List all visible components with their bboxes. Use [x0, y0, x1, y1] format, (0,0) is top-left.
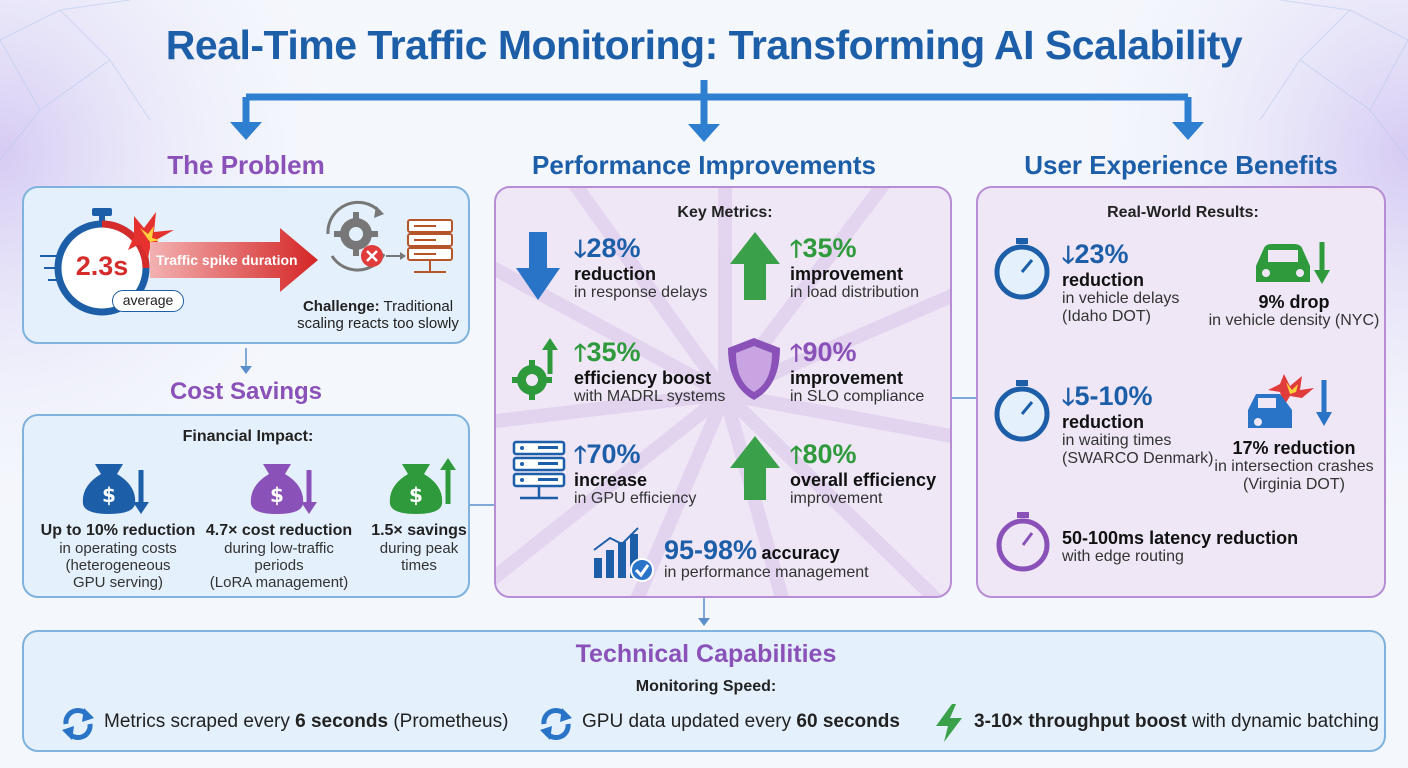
red-arrow-icon [150, 228, 318, 292]
stopwatch-icon [994, 238, 1050, 300]
ux-panel: Real-World Results: 🡓23% reduction in ve… [976, 186, 1386, 598]
tech-item-gpu: GPU data updated every 60 seconds [582, 711, 900, 732]
cost-panel: Financial Impact: $ $ $ Up to 10% reduct… [22, 414, 470, 598]
metric-28: 🡓28% reduction in response delays [574, 233, 708, 301]
ux-item-latency: 50-100ms latency reduction with edge rou… [1062, 528, 1299, 565]
performance-panel: Key Metrics: 🡓28% reduction in response … [494, 186, 952, 598]
metric-90: 🡑90% improvement in SLO compliance [790, 337, 925, 405]
svg-text:$: $ [270, 483, 284, 507]
svg-text:$: $ [409, 483, 423, 507]
scaling-server-icon [326, 200, 453, 273]
ux-heading: User Experience Benefits [1024, 150, 1338, 180]
sunburst-decoration [496, 188, 950, 596]
performance-heading: Performance Improvements [532, 150, 876, 180]
performance-subheading: Key Metrics: [677, 204, 773, 221]
gear-up-icon [512, 338, 558, 400]
down-arrow-icon [516, 232, 560, 300]
cost-item-1: Up to 10% reduction in operating costs (… [40, 522, 196, 591]
tech-item-throughput: 3-10× throughput boost with dynamic batc… [974, 711, 1379, 732]
server-icon [512, 440, 566, 500]
timer-value: 2.3s [75, 251, 129, 281]
car-down-icon [1256, 242, 1330, 284]
refresh-icon [540, 708, 572, 740]
metric-accuracy: 95-98% accuracy in performance managemen… [664, 535, 869, 581]
ux-item-23: 🡓23% reduction in vehicle delays (Idaho … [1062, 239, 1180, 325]
page-title: Real-Time Traffic Monitoring: Transformi… [165, 22, 1243, 68]
ux-item-5-10: 🡓5-10% reduction in waiting times (SWARC… [1062, 381, 1214, 467]
up-arrow-icon [730, 232, 780, 300]
cost-item-3: 1.5× savings during peak times [371, 522, 467, 574]
technical-heading: Technical Capabilities [575, 640, 837, 668]
problem-heading: The Problem [167, 150, 325, 180]
problem-panel: 2.3s average Traffic spike duration Chal… [22, 186, 470, 344]
metric-80: 🡑80% overall efficiency improvement [790, 439, 937, 507]
metric-70: 🡑70% increase in GPU efficiency [574, 439, 697, 507]
technical-panel: Technical Capabilities Monitoring Speed:… [22, 630, 1386, 752]
technical-subheading: Monitoring Speed: [635, 678, 777, 695]
ux-item-9: 9% drop in vehicle density (NYC) [1208, 292, 1380, 329]
svg-text:$: $ [102, 483, 116, 507]
stopwatch-icon [996, 512, 1050, 572]
stopwatch-icon [994, 380, 1050, 442]
money-bag-down-icon: $ [82, 464, 149, 514]
money-bag-up-icon: $ [389, 458, 456, 514]
cost-subheading: Financial Impact: [182, 428, 314, 445]
metric-35-efficiency: 🡑35% efficiency boost with MADRL systems [574, 337, 726, 405]
lightning-icon [936, 704, 962, 742]
car-crash-icon [1248, 374, 1332, 428]
cost-heading: Cost Savings [169, 378, 323, 405]
up-arrow-icon [730, 436, 780, 500]
arrow-label: Traffic spike duration [156, 252, 298, 268]
metric-35-load: 🡑35% improvement in load distribution [790, 233, 919, 301]
ux-item-17: 17% reduction in intersection crashes (V… [1214, 438, 1374, 493]
ux-subheading: Real-World Results: [1107, 204, 1259, 221]
shield-icon [728, 338, 780, 400]
tech-item-metrics: Metrics scraped every 6 seconds (Prometh… [104, 711, 509, 732]
bar-chart-check-icon [593, 527, 654, 582]
refresh-icon [62, 708, 94, 740]
money-bag-down-icon: $ [250, 464, 317, 514]
cost-item-2: 4.7× cost reduction during low-traffic p… [205, 522, 353, 591]
timer-label: average [112, 290, 184, 312]
